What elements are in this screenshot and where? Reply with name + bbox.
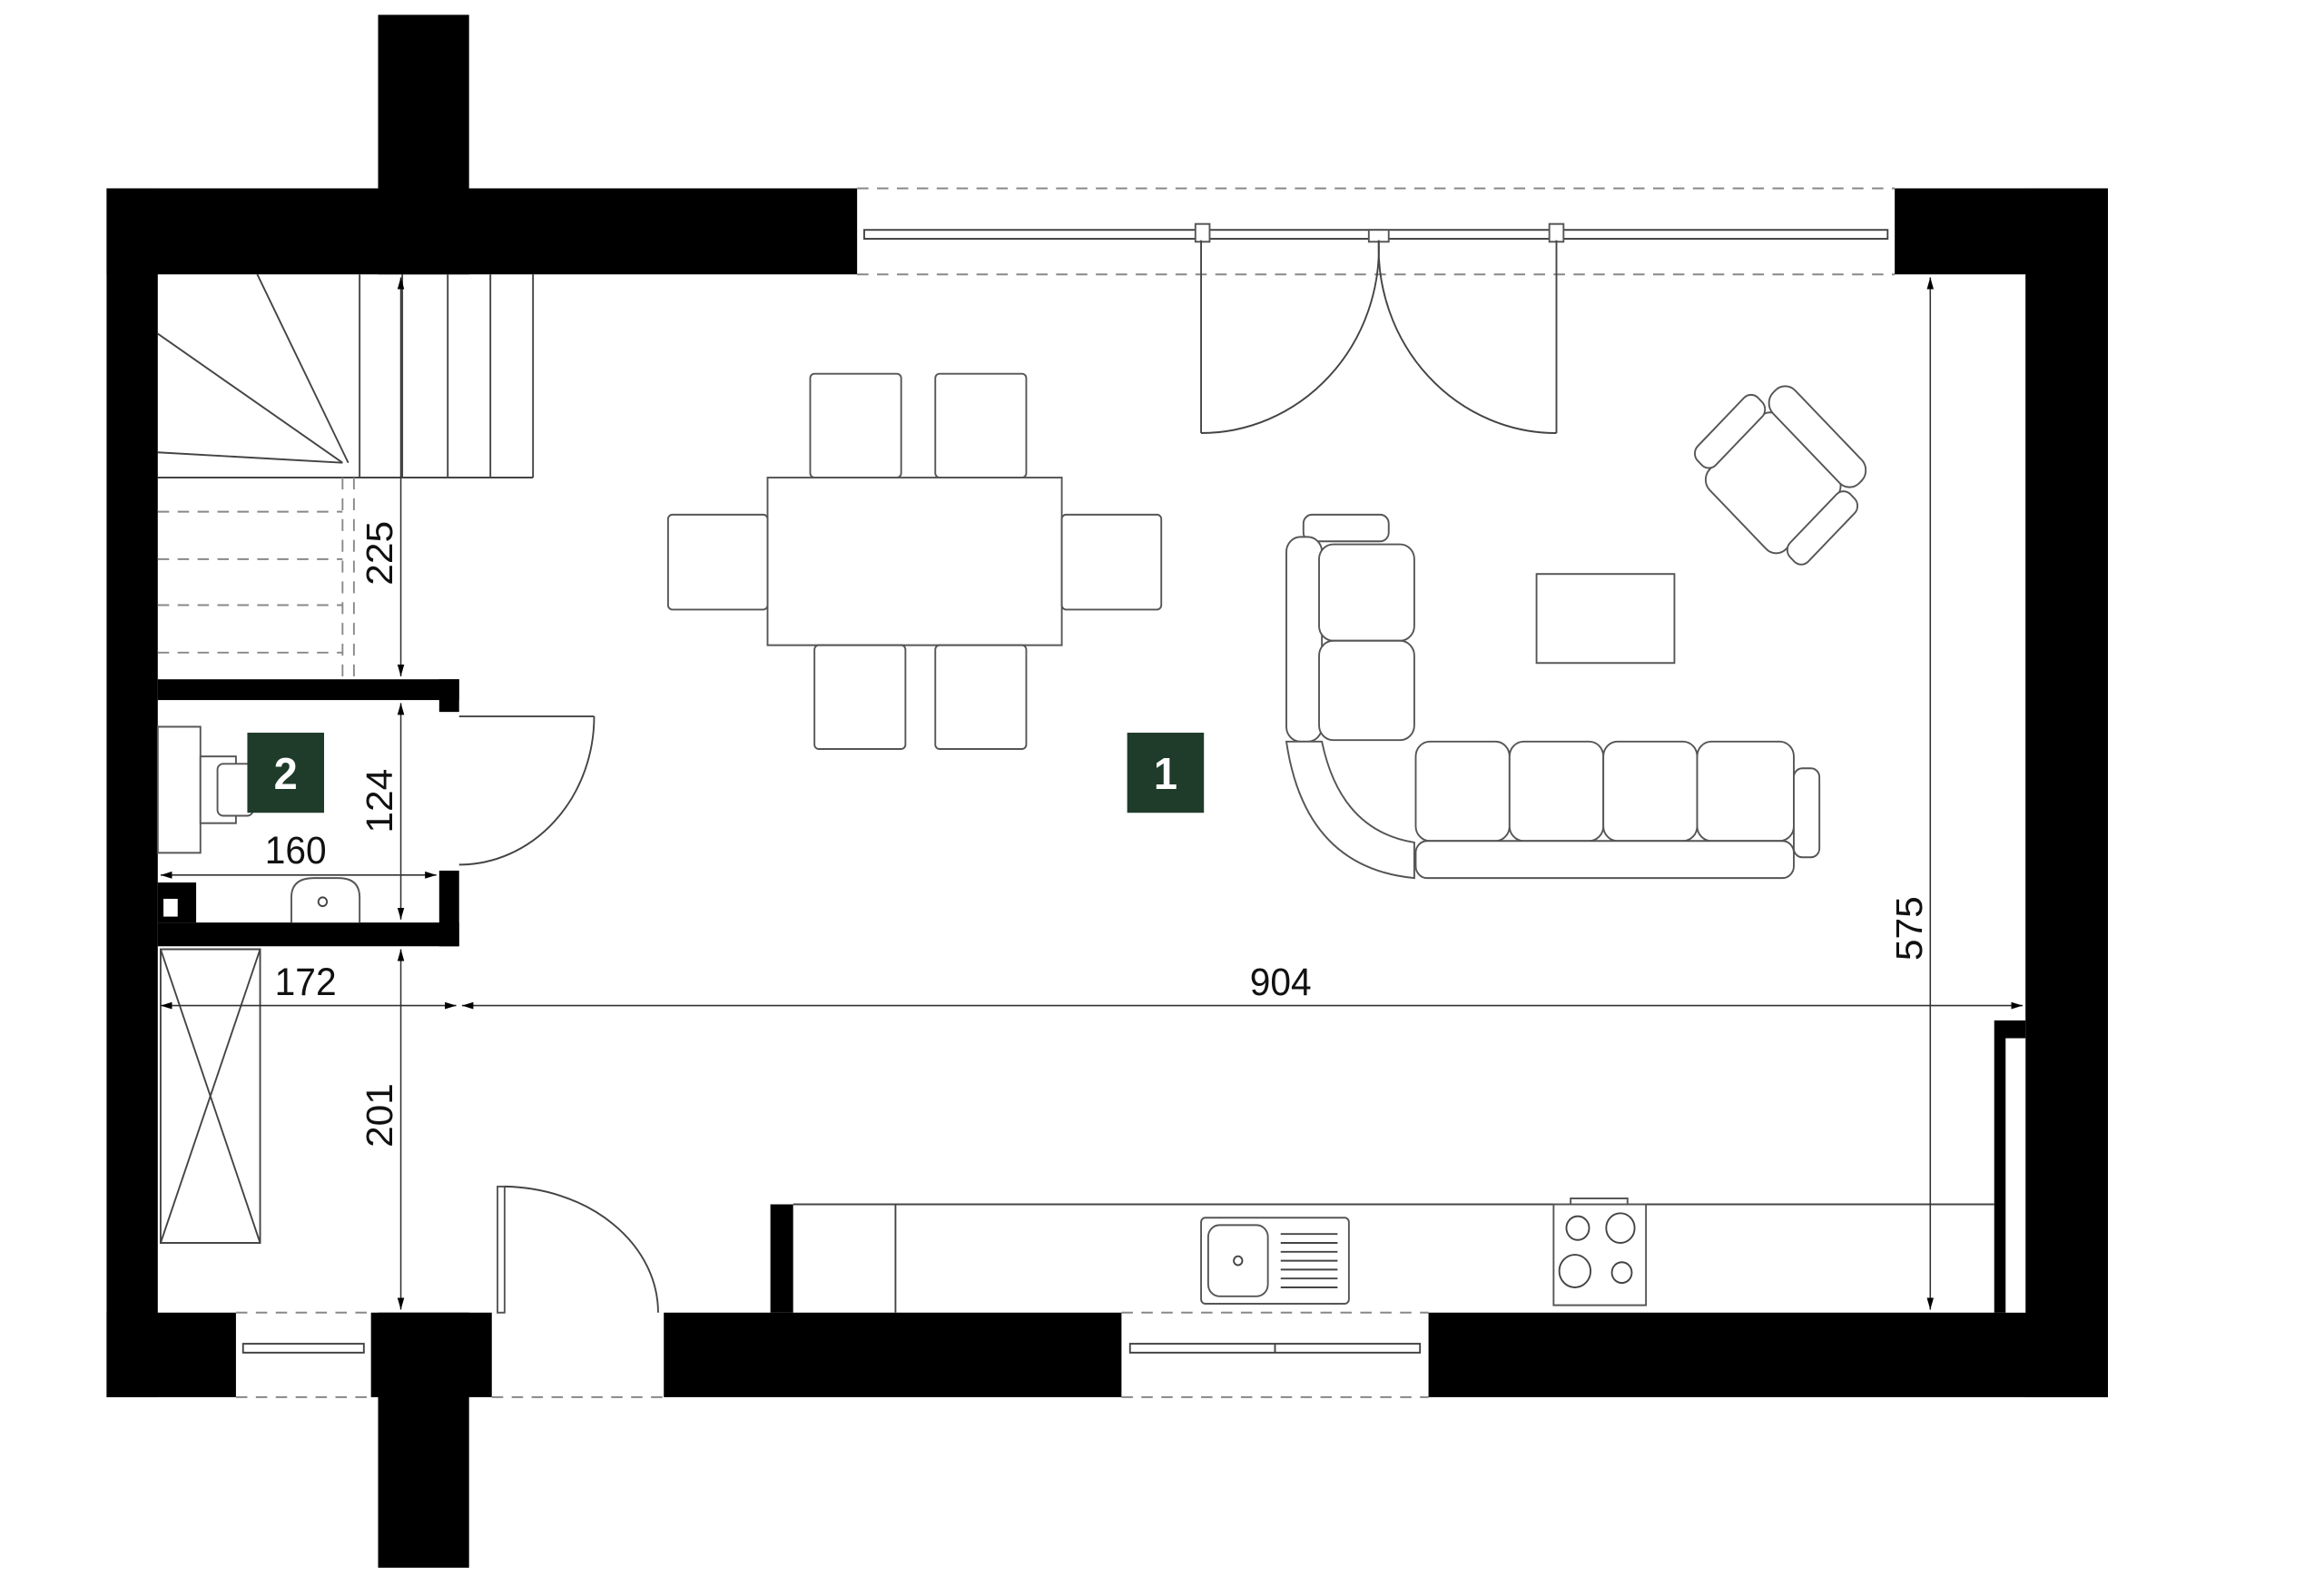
washbasin (290, 877, 361, 923)
dimension-label-904: 904 (1250, 960, 1312, 1003)
room-badge-2: 2 (247, 733, 324, 813)
wardrobe (159, 948, 261, 1244)
walls (106, 15, 2109, 1568)
window-bottom-left (235, 1311, 371, 1398)
entrance-door (491, 1185, 665, 1398)
dimension-lines (160, 277, 2024, 1310)
room-badge-1: 1 (1127, 733, 1205, 813)
dimension-label-172: 172 (275, 960, 337, 1003)
dimension-label-201: 201 (359, 1083, 400, 1148)
chimney-top (378, 15, 469, 275)
toilet (156, 725, 254, 854)
window-bottom-kitchen (1121, 1311, 1429, 1398)
terrace-double-door (1200, 240, 1558, 435)
kitchen-counter (793, 1198, 1994, 1313)
dimension-label-575: 575 (1888, 896, 1930, 961)
staircase (157, 273, 535, 680)
room-number-2: 2 (274, 750, 298, 799)
dining-set (666, 372, 1163, 750)
armchair (1694, 385, 1867, 566)
window-top (857, 187, 1896, 276)
dimension-label-124: 124 (359, 769, 400, 833)
room-number-1: 1 (1154, 750, 1177, 799)
dimension-label-225: 225 (359, 521, 400, 586)
chimney-bottom (378, 1312, 469, 1568)
dimension-label-160: 160 (265, 828, 327, 872)
bathroom-door (458, 715, 596, 866)
coffee-table (1535, 573, 1676, 665)
corner-sofa (1285, 513, 1821, 880)
